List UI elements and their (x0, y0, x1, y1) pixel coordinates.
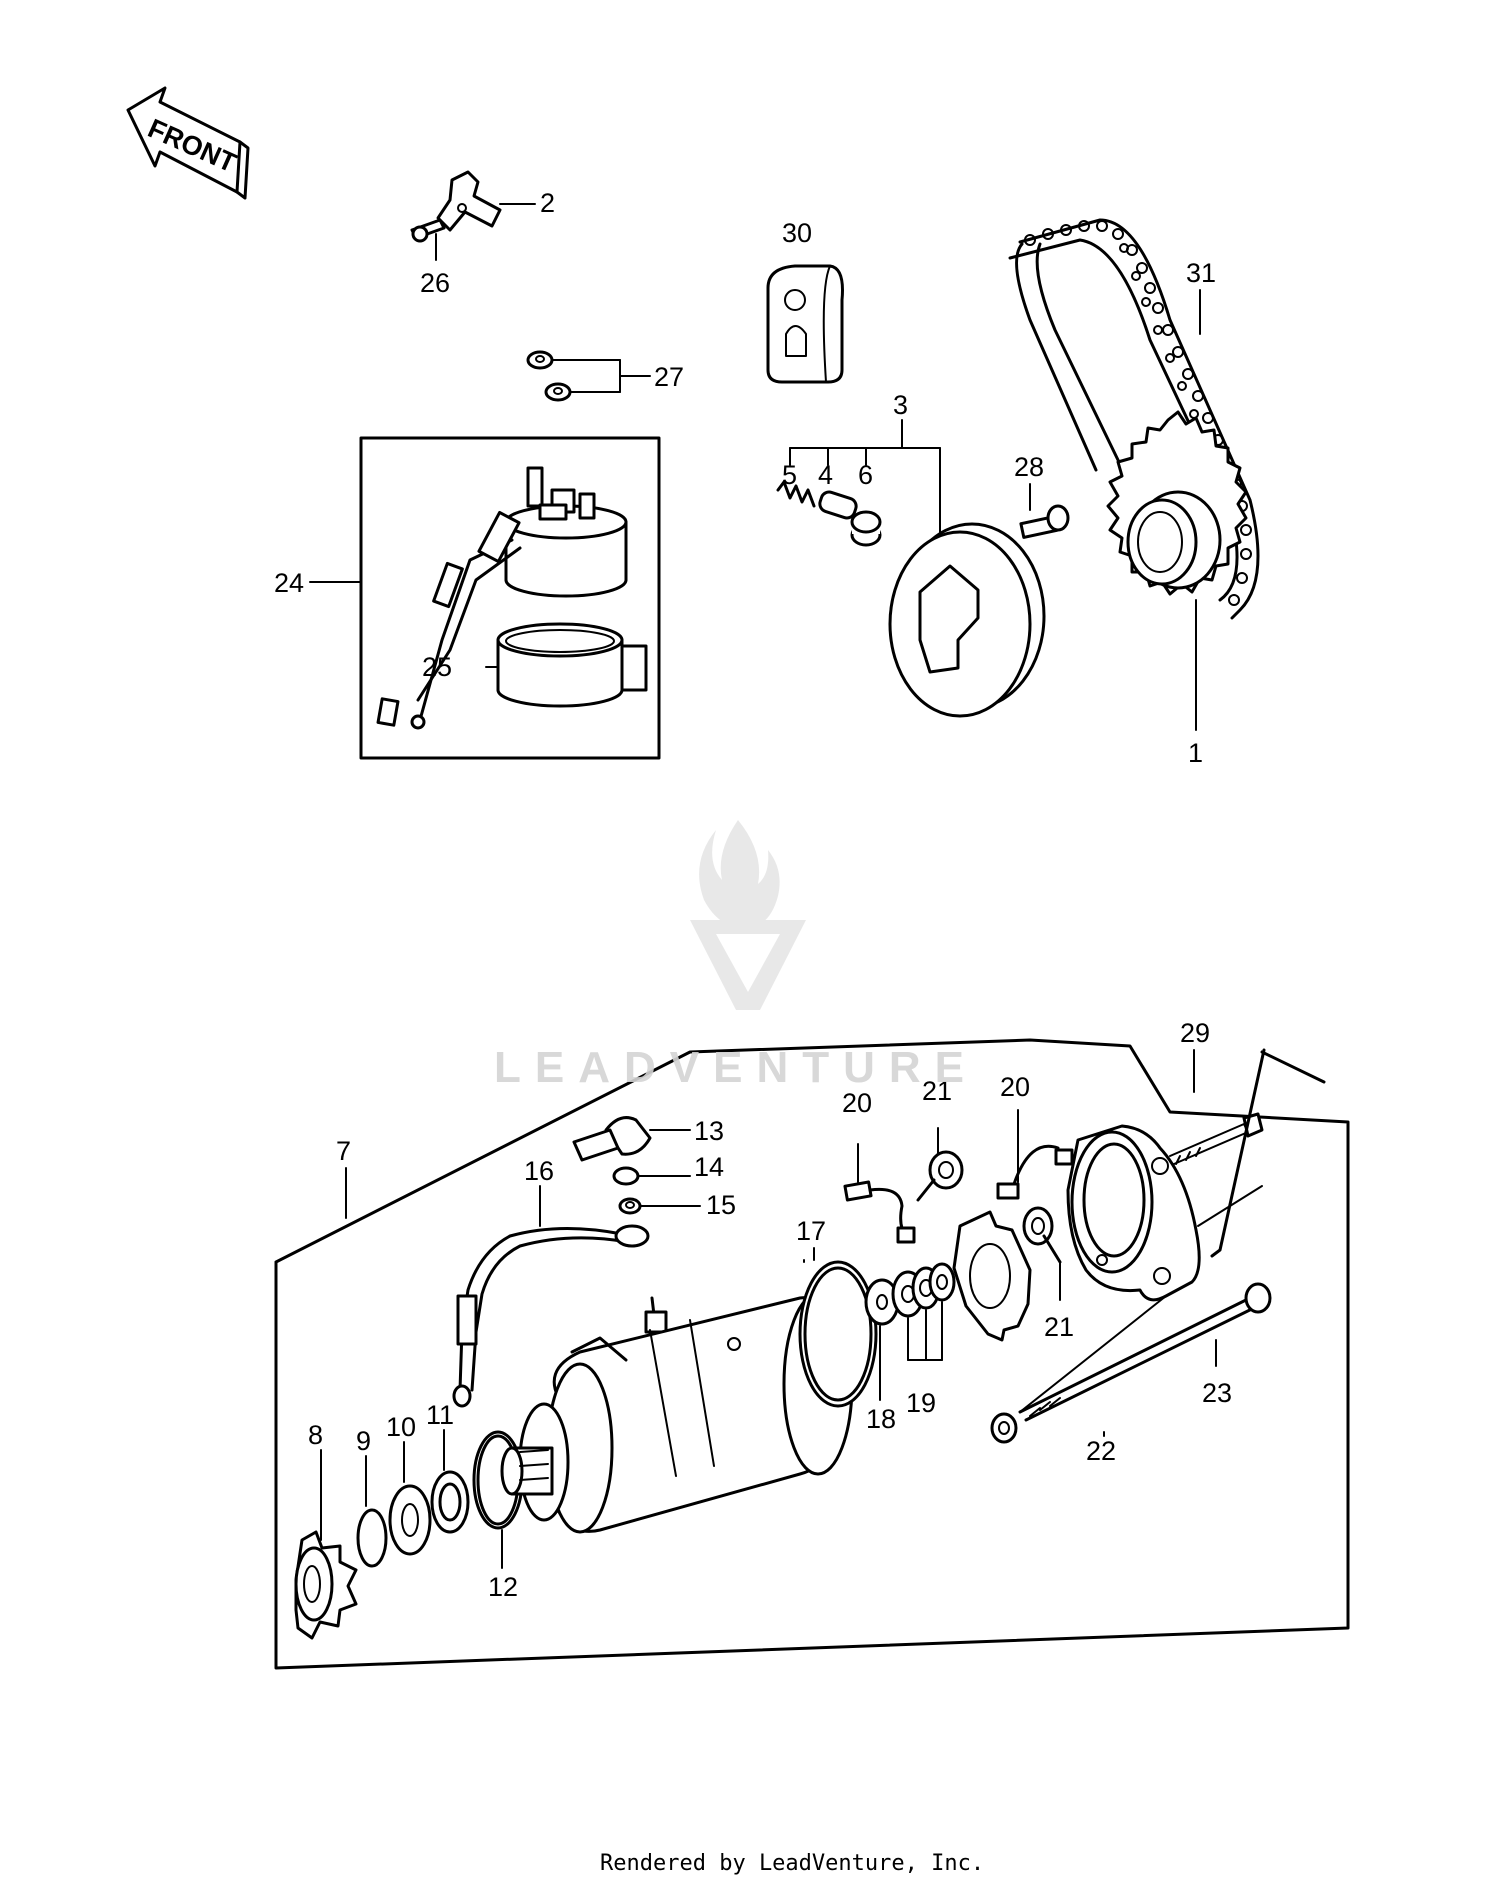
callout-1: 1 (1188, 738, 1203, 768)
callout-12: 12 (488, 1572, 518, 1602)
footer-credit: Rendered by LeadVenture, Inc. (600, 1851, 984, 1876)
starter-motor (500, 1260, 878, 1534)
callout-24: 24 (274, 568, 304, 598)
callout-14: 14 (694, 1152, 724, 1182)
thrust-washers (864, 1262, 956, 1326)
callout-11: 11 (426, 1400, 454, 1430)
callout-8: 8 (308, 1420, 323, 1450)
callout-26: 26 (420, 268, 450, 298)
callout-7: 7 (336, 1136, 351, 1166)
callout-16: 16 (524, 1156, 554, 1186)
callout-9: 9 (356, 1426, 371, 1456)
callout-6: 6 (858, 460, 873, 490)
bolt-28 (1019, 504, 1070, 539)
callout-numbers: 1 2 3 4 5 6 7 8 9 10 11 12 13 14 15 16 1… (274, 188, 1232, 1602)
watermark-text: LEADVENTURE (494, 1043, 978, 1092)
pinion-and-washers (294, 1430, 524, 1640)
callout-27: 27 (654, 362, 684, 392)
callout-5: 5 (782, 460, 797, 490)
rubber-cap (766, 264, 844, 384)
callout-13: 13 (694, 1116, 724, 1146)
callout-4: 4 (818, 460, 833, 490)
callout-21a: 21 (922, 1076, 952, 1106)
end-cover (1066, 1124, 1201, 1302)
callout-leaders (309, 203, 1217, 1569)
callout-20b: 20 (1000, 1072, 1030, 1102)
callout-30: 30 (782, 218, 812, 248)
callout-19: 19 (906, 1388, 936, 1418)
starter-clutch (776, 480, 1046, 718)
callout-23: 23 (1202, 1378, 1232, 1408)
callout-18: 18 (866, 1404, 896, 1434)
callout-22: 22 (1086, 1436, 1116, 1466)
starter-motor-group-outline (274, 1038, 1350, 1670)
callout-2: 2 (540, 188, 555, 218)
callout-25: 25 (422, 652, 452, 682)
starter-relay-box (359, 436, 661, 760)
leadventure-watermark: LEADVENTURE (494, 820, 978, 1092)
callout-21b: 21 (1044, 1312, 1074, 1342)
through-bolts (990, 1048, 1326, 1444)
brush-plate (952, 1210, 1032, 1342)
callout-15: 15 (706, 1190, 736, 1220)
brushes-and-springs (843, 1144, 1074, 1264)
sprocket-and-chain (1008, 218, 1260, 620)
callout-3: 3 (893, 390, 908, 420)
callout-28: 28 (1014, 452, 1044, 482)
leader-lines (1019, 1185, 1263, 1413)
callout-20a: 20 (842, 1088, 872, 1118)
leadventure-flame-logo (699, 820, 780, 929)
callout-31: 31 (1186, 258, 1216, 288)
callout-29: 29 (1180, 1018, 1210, 1048)
callout-17: 17 (796, 1216, 826, 1246)
callout-10: 10 (386, 1412, 416, 1442)
tee-fitting (410, 170, 502, 243)
front-arrow: FRONT (126, 86, 250, 200)
